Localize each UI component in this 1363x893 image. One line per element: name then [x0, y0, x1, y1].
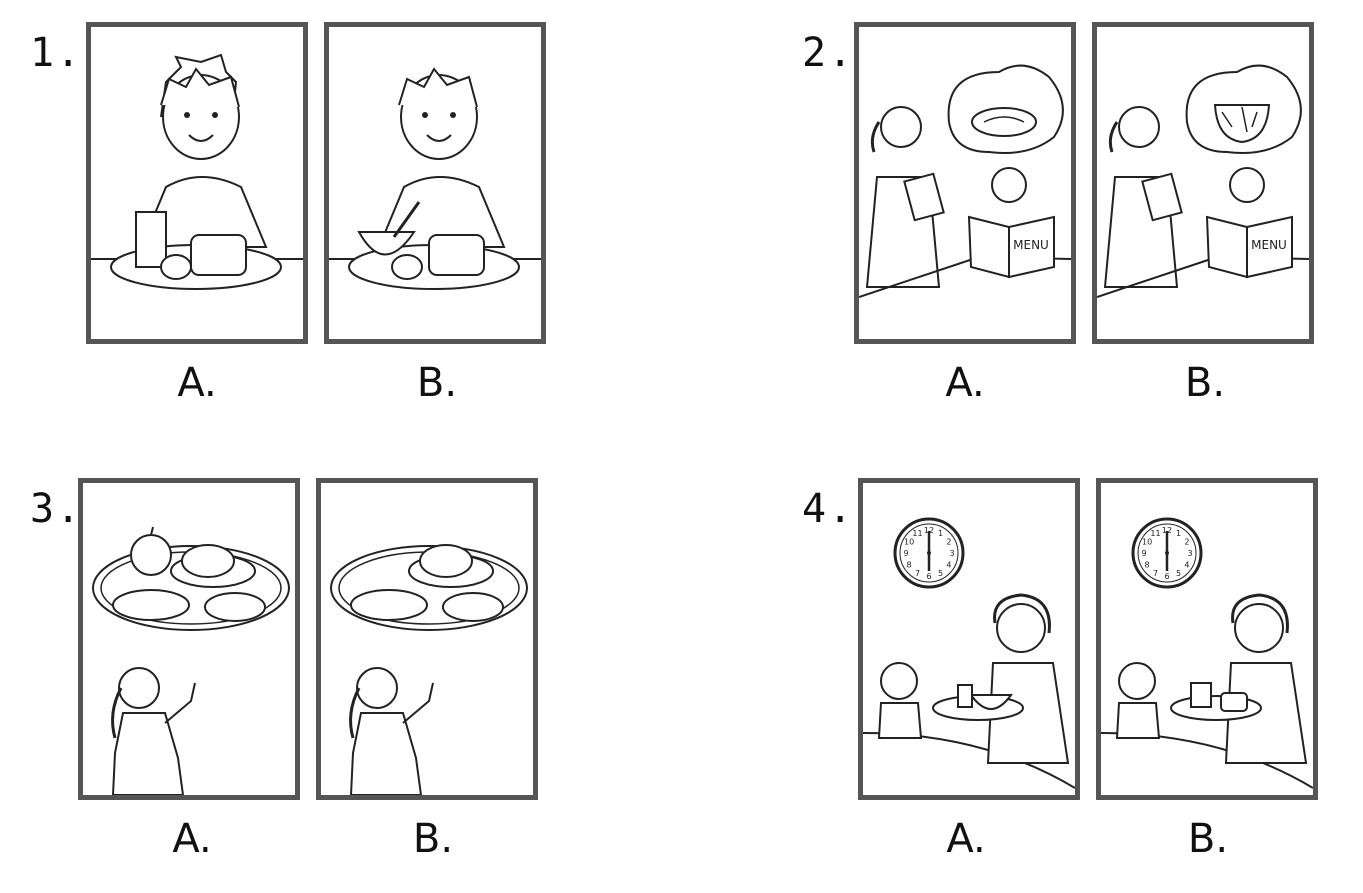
- q3-option-b-picture[interactable]: [316, 478, 538, 800]
- question-number-2: 2.: [802, 30, 853, 76]
- clock-numeral: 11: [1150, 529, 1160, 538]
- q4-option-b-label: B.: [1187, 816, 1229, 862]
- girl-meal-without-apple-illustration: [330, 544, 528, 795]
- girl-meal-with-apple-illustration: [92, 526, 290, 795]
- q1-option-b-picture[interactable]: [324, 22, 546, 344]
- question-number-1: 1.: [30, 30, 81, 76]
- q2a-menu-text: MENU: [1013, 238, 1049, 252]
- clock-numeral: 2: [946, 538, 951, 547]
- question-number-3: 3.: [30, 486, 81, 532]
- boy-breakfast-soup-illustration: [329, 67, 541, 290]
- clock-numeral: 5: [938, 569, 943, 578]
- clock-numeral: 7: [1153, 569, 1158, 578]
- clock-numeral: 6: [1164, 572, 1169, 581]
- clock-numeral: 4: [1184, 561, 1189, 570]
- waitress-order-fish-illustration: MENU: [859, 64, 1071, 298]
- clock-numeral: 4: [946, 561, 951, 570]
- q1-option-b-label: B.: [416, 360, 458, 406]
- q3-option-a-label: A.: [172, 816, 212, 862]
- clock-numeral: 3: [949, 549, 954, 558]
- clock-numeral: 5: [1176, 569, 1181, 578]
- question-number-4: 4.: [802, 486, 853, 532]
- q3-option-b-label: B.: [412, 816, 454, 862]
- clock-numeral: 10: [904, 538, 914, 547]
- boy-breakfast-milk-illustration: [91, 53, 303, 290]
- clock-numeral: 7: [915, 569, 920, 578]
- clock-numeral: 3: [1187, 549, 1192, 558]
- clock-numeral: 12: [1162, 526, 1172, 535]
- clock-numeral: 1: [938, 529, 943, 538]
- q1-option-a-label: A.: [177, 360, 217, 406]
- q2b-menu-text: MENU: [1251, 238, 1287, 252]
- q4-option-a-label: A.: [946, 816, 986, 862]
- clock-numeral: 11: [912, 529, 922, 538]
- clock-numeral: 6: [926, 572, 931, 581]
- clock-numeral: 2: [1184, 538, 1189, 547]
- q2-option-b-label: B.: [1184, 360, 1226, 406]
- q2-option-a-label: A.: [945, 360, 985, 406]
- q1-option-a-picture[interactable]: [86, 22, 308, 344]
- clock-numeral: 8: [907, 561, 912, 570]
- clock-numeral: 1: [1176, 529, 1181, 538]
- q2-option-a-picture[interactable]: MENU: [854, 22, 1076, 344]
- clock-numeral: 8: [1145, 561, 1150, 570]
- clock-numeral: 10: [1142, 538, 1152, 547]
- clock-numeral: 9: [903, 549, 908, 558]
- clock-numeral: 9: [1141, 549, 1146, 558]
- waitress-order-salad-illustration: MENU: [1097, 64, 1309, 298]
- clock-numeral: 12: [924, 526, 934, 535]
- q3-option-a-picture[interactable]: [78, 478, 300, 800]
- q2-option-b-picture[interactable]: MENU: [1092, 22, 1314, 344]
